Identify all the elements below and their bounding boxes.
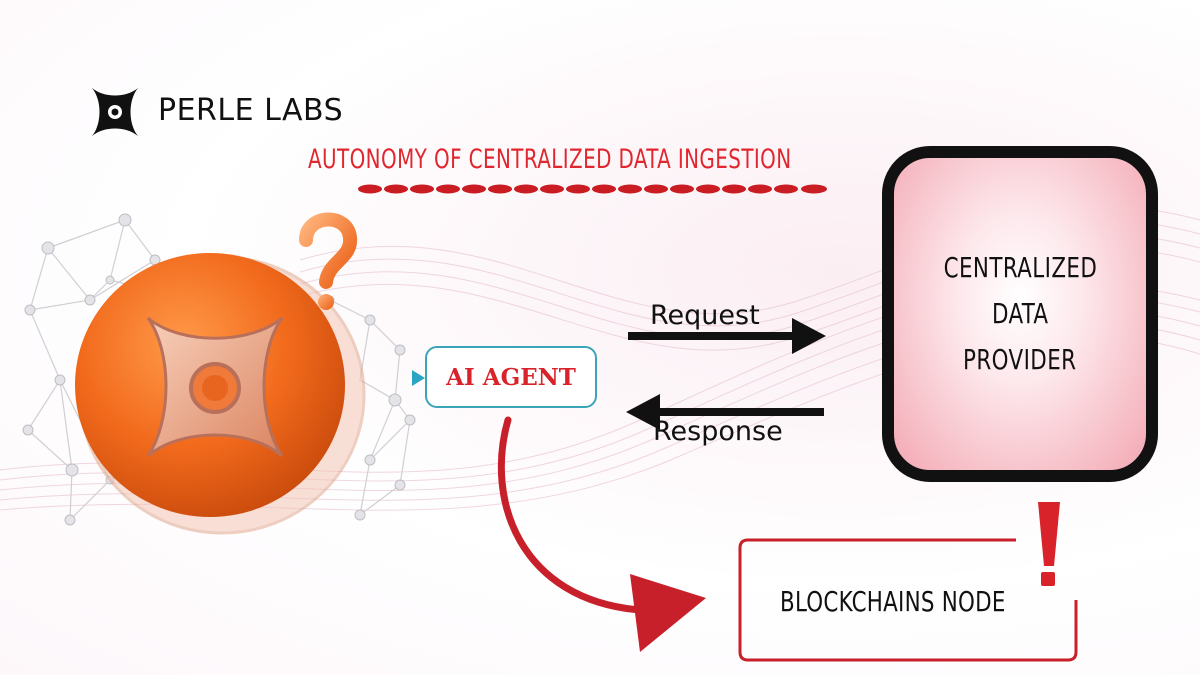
response-arrow	[626, 394, 824, 430]
ai-agent-label: AI AGENT	[446, 363, 576, 391]
provider-line: CENTRALIZED	[943, 251, 1097, 284]
agent-to-node-arrow	[497, 416, 706, 652]
brand-name: PERLE LABS	[158, 93, 344, 128]
perle-star-logo-icon	[92, 88, 138, 136]
blockchains-node-label: BLOCKCHAINS NODE	[780, 585, 1006, 618]
request-arrow	[628, 318, 826, 354]
perle-orb-illustration	[75, 212, 366, 535]
provider-line: DATA	[991, 297, 1049, 330]
network-nodes	[22, 213, 416, 526]
heading-underline	[358, 184, 827, 194]
response-label: Response	[653, 416, 783, 447]
agent-pointer-icon	[412, 370, 425, 386]
provider-line: PROVIDER	[963, 343, 1077, 376]
centralized-data-provider-box: CENTRALIZED DATA PROVIDER	[882, 146, 1158, 482]
diagram-heading: AUTONOMY OF CENTRALIZED DATA INGESTION	[308, 144, 792, 175]
ai-agent-box: AI AGENT	[425, 346, 597, 408]
exclamation-mark-icon	[1038, 502, 1060, 586]
blockchains-node-frame	[738, 538, 1078, 662]
request-label: Request	[650, 300, 760, 331]
question-mark-icon	[299, 212, 358, 310]
